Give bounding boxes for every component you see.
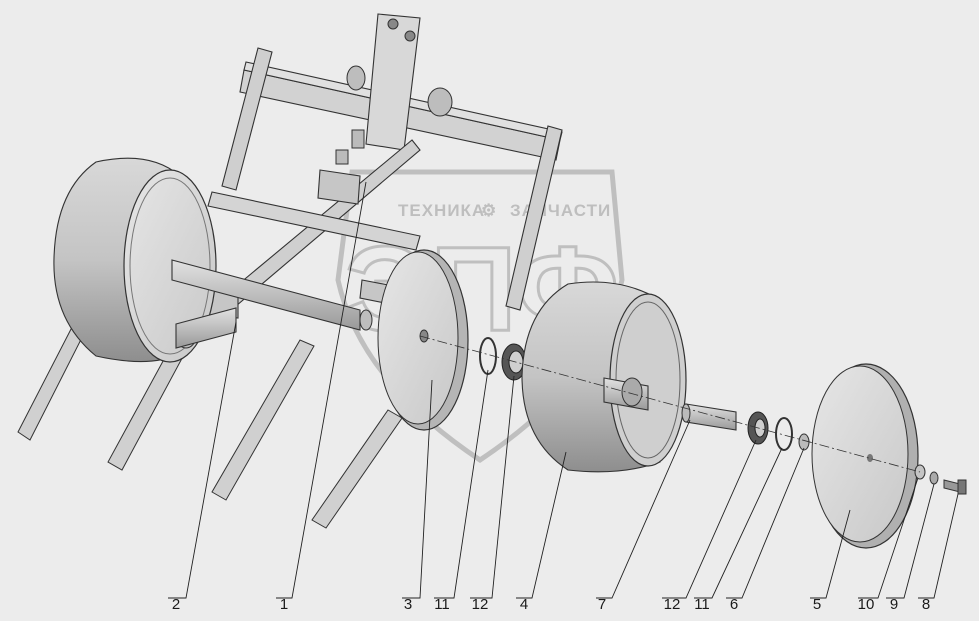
leader-2: [168, 321, 237, 599]
callout-labels: 2 1 3 11 12 4 7 12 11 6 5 10 9 8: [172, 596, 930, 613]
disk-5-face: [811, 365, 909, 543]
watermark-brand-left: ТЕХНИКА: [398, 201, 485, 220]
leader-10: [858, 477, 919, 599]
left-drum-rim: [129, 177, 211, 355]
part-9-lock-washer: [929, 471, 939, 485]
frame-right-upright: [505, 125, 563, 311]
leader-4: [516, 451, 567, 599]
leader-12-b: [662, 439, 757, 599]
mast-bolt: [351, 129, 365, 149]
left-drum-face: [123, 169, 217, 363]
part-4-drum: [521, 281, 687, 473]
callout-8: 8: [922, 596, 930, 613]
callout-7: 7: [598, 596, 606, 613]
leader-11-b: [694, 447, 783, 599]
drum-4-hub-bore: [621, 377, 643, 407]
leader-11-a: [434, 369, 489, 599]
left-drum: [53, 157, 217, 363]
callout-11-a: 11: [434, 596, 450, 613]
sleeve-body: [685, 403, 737, 431]
part-3-disk: [377, 249, 469, 431]
disk-3-face: [377, 251, 459, 425]
callout-2: 2: [172, 596, 180, 613]
leader-6: [726, 447, 805, 599]
callout-11-b: 11: [694, 596, 710, 613]
part-8-bolt: [943, 479, 967, 495]
leader-3: [402, 379, 433, 599]
callout-6: 6: [730, 596, 738, 613]
drum-4-face: [609, 293, 687, 467]
sleeve-end: [681, 403, 691, 423]
callout-12-a: 12: [472, 596, 489, 613]
mast-pin-hole-2: [404, 30, 416, 42]
leader-9: [886, 483, 935, 599]
callout-4: 4: [520, 596, 528, 613]
mast-nut: [335, 149, 349, 165]
part-11-snap-ring-outer: [775, 417, 793, 451]
callout-12-b: 12: [664, 596, 681, 613]
axle-shaft: [171, 259, 361, 331]
bushing-left: [346, 65, 366, 91]
axle-stub: [175, 307, 237, 349]
leader-8: [918, 493, 959, 599]
frame-bracket-mid: [317, 169, 361, 205]
assembly-axis-line: [419, 335, 921, 473]
axle-assembled: [171, 259, 373, 349]
part-11-snap-ring-inner: [479, 337, 497, 375]
frame-front-beam: [207, 191, 421, 251]
callout-3: 3: [404, 596, 412, 613]
leader-1: [276, 181, 367, 599]
axle-end-right: [359, 309, 373, 331]
leader-12-a: [470, 375, 515, 599]
leader-7: [596, 419, 691, 599]
tines: [17, 299, 403, 529]
tine-4: [311, 409, 403, 529]
callout-5: 5: [813, 596, 821, 613]
callout-1: 1: [280, 596, 288, 613]
part-7-sleeve: [681, 403, 737, 431]
part-6-washer: [798, 433, 810, 451]
watermark-gear-icon: ⚙: [481, 201, 497, 220]
tine-3: [211, 339, 315, 501]
frame-left-upright: [221, 47, 273, 191]
watermark-brand-right: ЗАПЧАСТИ: [510, 201, 611, 220]
bushing-right: [427, 87, 453, 117]
mast-pin-hole-1: [387, 18, 399, 30]
callout-9: 9: [890, 596, 898, 613]
callout-10: 10: [858, 596, 875, 613]
leader-5: [810, 509, 851, 599]
part-5-disk: [811, 363, 919, 549]
disk-5-hole: [867, 454, 873, 462]
leader-lines: [168, 181, 959, 599]
